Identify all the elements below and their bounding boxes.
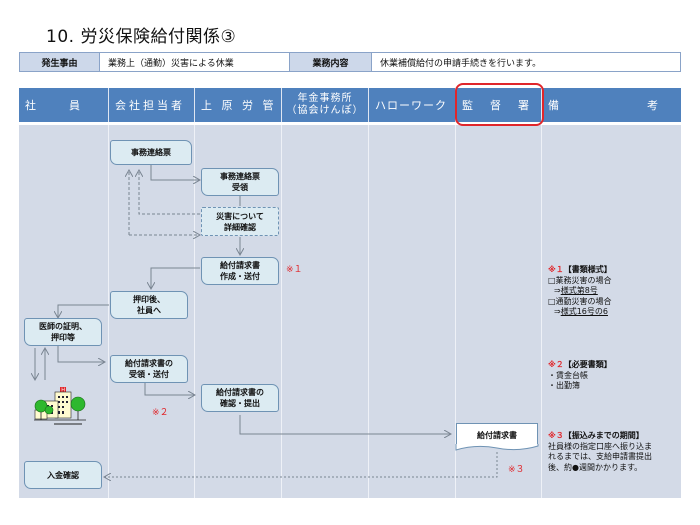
- column-header-company-staff: 会社担当者: [109, 88, 195, 122]
- box-text: 災害について: [216, 211, 264, 221]
- flow-doc-claim-form: 給付請求書: [456, 423, 538, 446]
- remark-2-line: ・出勤簿: [548, 381, 580, 390]
- column-header-labor-standards-office: 監 督 署: [456, 88, 542, 122]
- column-header-remarks: 備 考: [548, 99, 658, 112]
- remark-3-line: 後、約●週間かかります。: [548, 462, 643, 472]
- occurrence-label: 発生事由: [20, 53, 100, 71]
- lane-company-staff: [109, 125, 195, 498]
- remark-1: ※１【書類様式】 □業務災害の場合 ⇒様式第8号 □通勤災害の場合 ⇒様式16号…: [548, 265, 612, 318]
- remark-1-line: □通勤災害の場合: [548, 296, 612, 306]
- note-mark-1: ※１: [286, 265, 303, 275]
- box-text: 給付請求書の: [216, 388, 264, 397]
- pension-office-label: 年金事務所: [297, 93, 353, 104]
- box-text: 給付請求書: [477, 430, 517, 440]
- task-value: 休業補償給付の申請手続きを行います。: [372, 53, 680, 71]
- arrow-right-icon: ⇒: [554, 307, 561, 316]
- note-mark-2: ※２: [152, 408, 169, 418]
- lane-uehara-office: [195, 125, 282, 498]
- box-text: 確認・提出: [220, 399, 260, 408]
- remark-3-line: れるまでは、支給申請書提出: [548, 452, 652, 461]
- lane-pension-office: [282, 125, 369, 498]
- box-text: 作成・送付: [220, 272, 260, 281]
- pension-office-sub: （協会けんぽ）: [286, 105, 364, 116]
- column-header-hellowork: ハローワーク: [369, 88, 456, 122]
- hospital-icon: H: [30, 384, 90, 429]
- box-text: 事務連絡票: [220, 172, 260, 181]
- column-header-uehara-office: 上 原 労 管: [195, 88, 282, 122]
- flow-box-contact-slip-received: 事務連絡票 受領: [201, 168, 279, 196]
- task-label: 業務内容: [290, 53, 372, 71]
- remark-2-line: ・賃金台帳: [548, 370, 588, 380]
- box-text: 詳細確認: [224, 222, 256, 232]
- remark-3-line: 社員様の指定口座へ振り込ま: [548, 441, 652, 451]
- occurrence-value: 業務上（通勤）災害による休業: [100, 53, 290, 71]
- swimlane-header: 社 員 会社担当者 上 原 労 管 年金事務所 （協会けんぽ） ハローワーク 監…: [19, 88, 681, 122]
- page-title: 10. 労災保険給付関係③: [46, 27, 237, 47]
- column-header-pension-office: 年金事務所 （協会けんぽ）: [282, 88, 369, 122]
- highlight-frame: [455, 83, 544, 126]
- form-8-link[interactable]: 様式第8号: [560, 286, 598, 295]
- remark-1-mark: ※１: [548, 265, 564, 274]
- flow-box-accident-detail-check: 災害について 詳細確認: [201, 207, 279, 236]
- box-text: 社員へ: [137, 306, 161, 315]
- column-header-employee: 社 員: [19, 88, 109, 122]
- flow-box-contact-slip: 事務連絡票: [110, 140, 192, 165]
- box-text: 医師の証明、: [39, 322, 87, 331]
- remark-3: ※３【振込みまでの期間】 社員様の指定口座へ振り込ま れるまでは、支給申請書提出…: [548, 431, 652, 473]
- doc-wave-edge: [455, 444, 539, 451]
- arrow-right-icon: ⇒: [554, 286, 561, 295]
- flow-box-claim-create-send: 給付請求書 作成・送付: [201, 257, 279, 285]
- remark-1-line: □業務災害の場合: [548, 275, 612, 285]
- note-mark-3: ※３: [508, 465, 525, 475]
- flow-box-doctor-certification: 医師の証明、 押印等: [24, 318, 102, 346]
- box-text: 給付請求書の: [125, 359, 173, 368]
- remark-3-title: 【振込みまでの期間】: [563, 431, 644, 440]
- lane-employee: [19, 125, 109, 498]
- remark-2-title: 【必要書類】: [563, 360, 612, 369]
- box-text: 入金確認: [47, 470, 79, 480]
- remark-3-mark: ※３: [548, 431, 564, 440]
- flow-box-claim-receive-send: 給付請求書の 受領・送付: [110, 355, 188, 383]
- box-text: 受領: [232, 183, 248, 192]
- box-text: 事務連絡票: [131, 148, 171, 157]
- box-text: 給付請求書: [220, 261, 260, 270]
- remark-1-title: 【書類様式】: [563, 265, 612, 274]
- form-16-6-link[interactable]: 様式16号の6: [560, 307, 608, 316]
- flow-box-payment-confirmation: 入金確認: [24, 461, 102, 489]
- lane-hellowork: [369, 125, 456, 498]
- remark-2-mark: ※２: [548, 360, 564, 369]
- box-text: 押印等: [51, 333, 75, 342]
- svg-text:H: H: [61, 388, 65, 394]
- box-text: 押印後、: [133, 295, 165, 304]
- box-text: 受領・送付: [129, 370, 169, 379]
- info-table: 発生事由 業務上（通勤）災害による休業 業務内容 休業補償給付の申請手続きを行い…: [19, 52, 681, 72]
- flow-box-stamp-to-employee: 押印後、 社員へ: [110, 291, 188, 319]
- remark-2: ※２【必要書類】 ・賃金台帳 ・出勤簿: [548, 360, 612, 392]
- flow-box-claim-check-submit: 給付請求書の 確認・提出: [201, 384, 279, 412]
- lane-labor-standards-office: [456, 125, 542, 498]
